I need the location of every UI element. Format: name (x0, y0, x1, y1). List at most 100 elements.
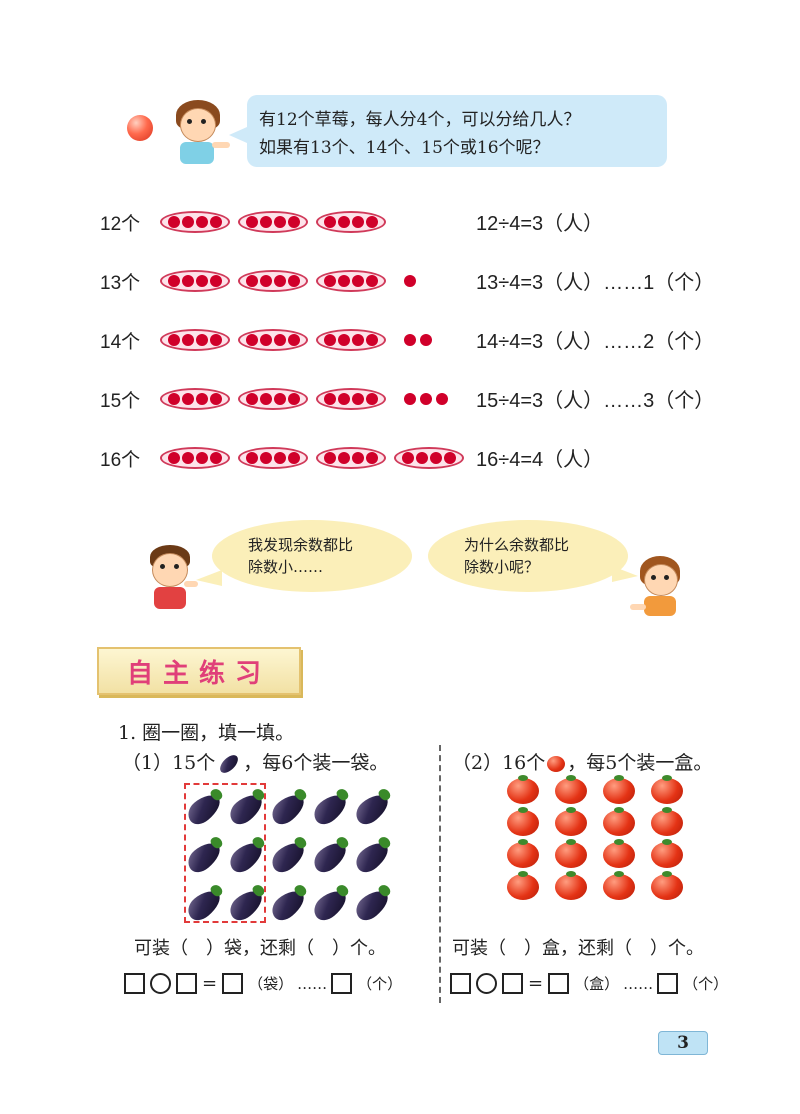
group-oval (160, 388, 230, 410)
strawberry-dot (352, 393, 364, 405)
strawberry-dot (404, 275, 416, 287)
strawberry-dot (338, 216, 350, 228)
exercise-title: 1. 圈一圈，填一填。 (118, 722, 295, 744)
leftover-dots (402, 334, 434, 346)
strawberry-dot (366, 393, 378, 405)
strawberry-dot (366, 334, 378, 346)
fill-in-sentence-2: 可装（ ）盒，还剩（ ）个。 (452, 938, 704, 959)
answer-box-remainder[interactable] (331, 973, 353, 994)
answer-box-dividend[interactable] (124, 973, 145, 994)
group-oval (238, 211, 308, 233)
equation-template-1: = （袋） …… （个） (124, 973, 406, 994)
strawberry-dot (182, 393, 194, 405)
item-count: 13个 (100, 268, 140, 295)
strawberry-dot (168, 393, 180, 405)
count-number: 14 (100, 332, 122, 353)
strawberry-dot (196, 275, 208, 287)
strawberry-dot (324, 452, 336, 464)
girl-speech-bubble: 为什么余数都比 除数小呢？ (428, 520, 628, 592)
strawberry-dot (324, 393, 336, 405)
strawberry-dot (274, 216, 286, 228)
strawberry-dot (324, 275, 336, 287)
strawberry-dot (168, 334, 180, 346)
answer-box-dividend[interactable] (450, 973, 471, 994)
answer-box-remainder[interactable] (657, 973, 679, 994)
strawberry-dot (324, 216, 336, 228)
boy-bubble-tail (196, 570, 222, 586)
tomato-icon (547, 756, 566, 772)
leftover-dots (402, 393, 450, 405)
tomato-icon (651, 839, 683, 868)
circle-selection-box[interactable] (184, 783, 266, 923)
strawberry-dot (210, 452, 222, 464)
question-line-2: 如果有13个、14个、15个或16个呢？ (259, 138, 550, 158)
eggplant-cell (267, 882, 310, 930)
equation-remainder-unit: （个） (654, 270, 715, 294)
unit-pieces: （个） (683, 975, 729, 993)
unit-pieces: （个） (357, 975, 403, 993)
eggplant-cell (267, 834, 310, 882)
strawberry-dot (288, 393, 300, 405)
group-oval (160, 211, 230, 233)
boy-speech-bubble: 我发现余数都比 除数小…… (212, 520, 412, 592)
girl-character-illustration (166, 98, 230, 168)
answer-box-divisor[interactable] (502, 973, 523, 994)
group-oval (316, 270, 386, 292)
question-bubble: 有12个草莓，每人分4个，可以分给几人？ 如果有13个、14个、15个或16个呢… (229, 95, 667, 167)
boy-speech-line-1: 我发现余数都比 (248, 536, 354, 554)
tomato-icon (651, 775, 683, 804)
tomato-icon (555, 871, 587, 900)
tomato-icon (555, 775, 587, 804)
answer-box-divisor[interactable] (176, 973, 197, 994)
answer-box-quotient[interactable] (548, 973, 570, 994)
part1-prefix: （1）15个 (122, 752, 216, 774)
answer-box-quotient[interactable] (222, 973, 244, 994)
strawberry-groups (160, 268, 418, 294)
strawberry-dot (182, 275, 194, 287)
division-equation: 13÷4=3（人）……1（个） (476, 266, 714, 295)
equals-sign: = (528, 973, 544, 994)
equation-remainder: ……1 (603, 272, 655, 294)
group-oval (316, 329, 386, 351)
strawberry-dot (352, 334, 364, 346)
count-unit: 个 (121, 390, 141, 412)
equation-unit: （人） (543, 329, 604, 353)
tomato-icon (507, 775, 539, 804)
item-count: 12个 (100, 209, 140, 236)
red-ball-marker (127, 115, 153, 141)
strawberry-groups (160, 445, 472, 471)
eggplant-icon (351, 789, 393, 829)
strawberry-dot (338, 452, 350, 464)
strawberry-dot (366, 275, 378, 287)
strawberry-dot (260, 275, 272, 287)
strawberry-dot (352, 275, 364, 287)
strawberry-dot (288, 275, 300, 287)
division-equation: 12÷4=3（人） (476, 207, 603, 236)
strawberry-dot (338, 334, 350, 346)
girl-speech-line-2: 除数小呢？ (464, 558, 540, 576)
tomato-icon (507, 807, 539, 836)
girl-character-illustration-2 (630, 556, 690, 620)
part2-prefix: （2）16个 (452, 752, 546, 774)
eggplant-icon (351, 837, 393, 877)
strawberry-dot (338, 275, 350, 287)
eggplant-icon (351, 885, 393, 925)
group-oval (238, 447, 308, 469)
count-number: 15 (100, 391, 122, 412)
eggplant-cell (351, 834, 394, 882)
eggplant-cell (309, 882, 352, 930)
column-divider (439, 745, 441, 1003)
strawberry-dot (260, 216, 272, 228)
count-number: 13 (100, 273, 122, 294)
strawberry-dot (210, 393, 222, 405)
strawberry-dot (352, 216, 364, 228)
answer-circle-operator[interactable] (150, 973, 171, 994)
unit-bags: （袋） (248, 975, 294, 993)
strawberry-dot (210, 216, 222, 228)
page-number: 3 (658, 1031, 708, 1055)
division-equation: 16÷4=4（人） (476, 443, 603, 472)
answer-circle-operator[interactable] (476, 973, 497, 994)
strawberry-groups (160, 209, 394, 235)
division-row: 12个 12÷4=3（人） (0, 201, 800, 241)
